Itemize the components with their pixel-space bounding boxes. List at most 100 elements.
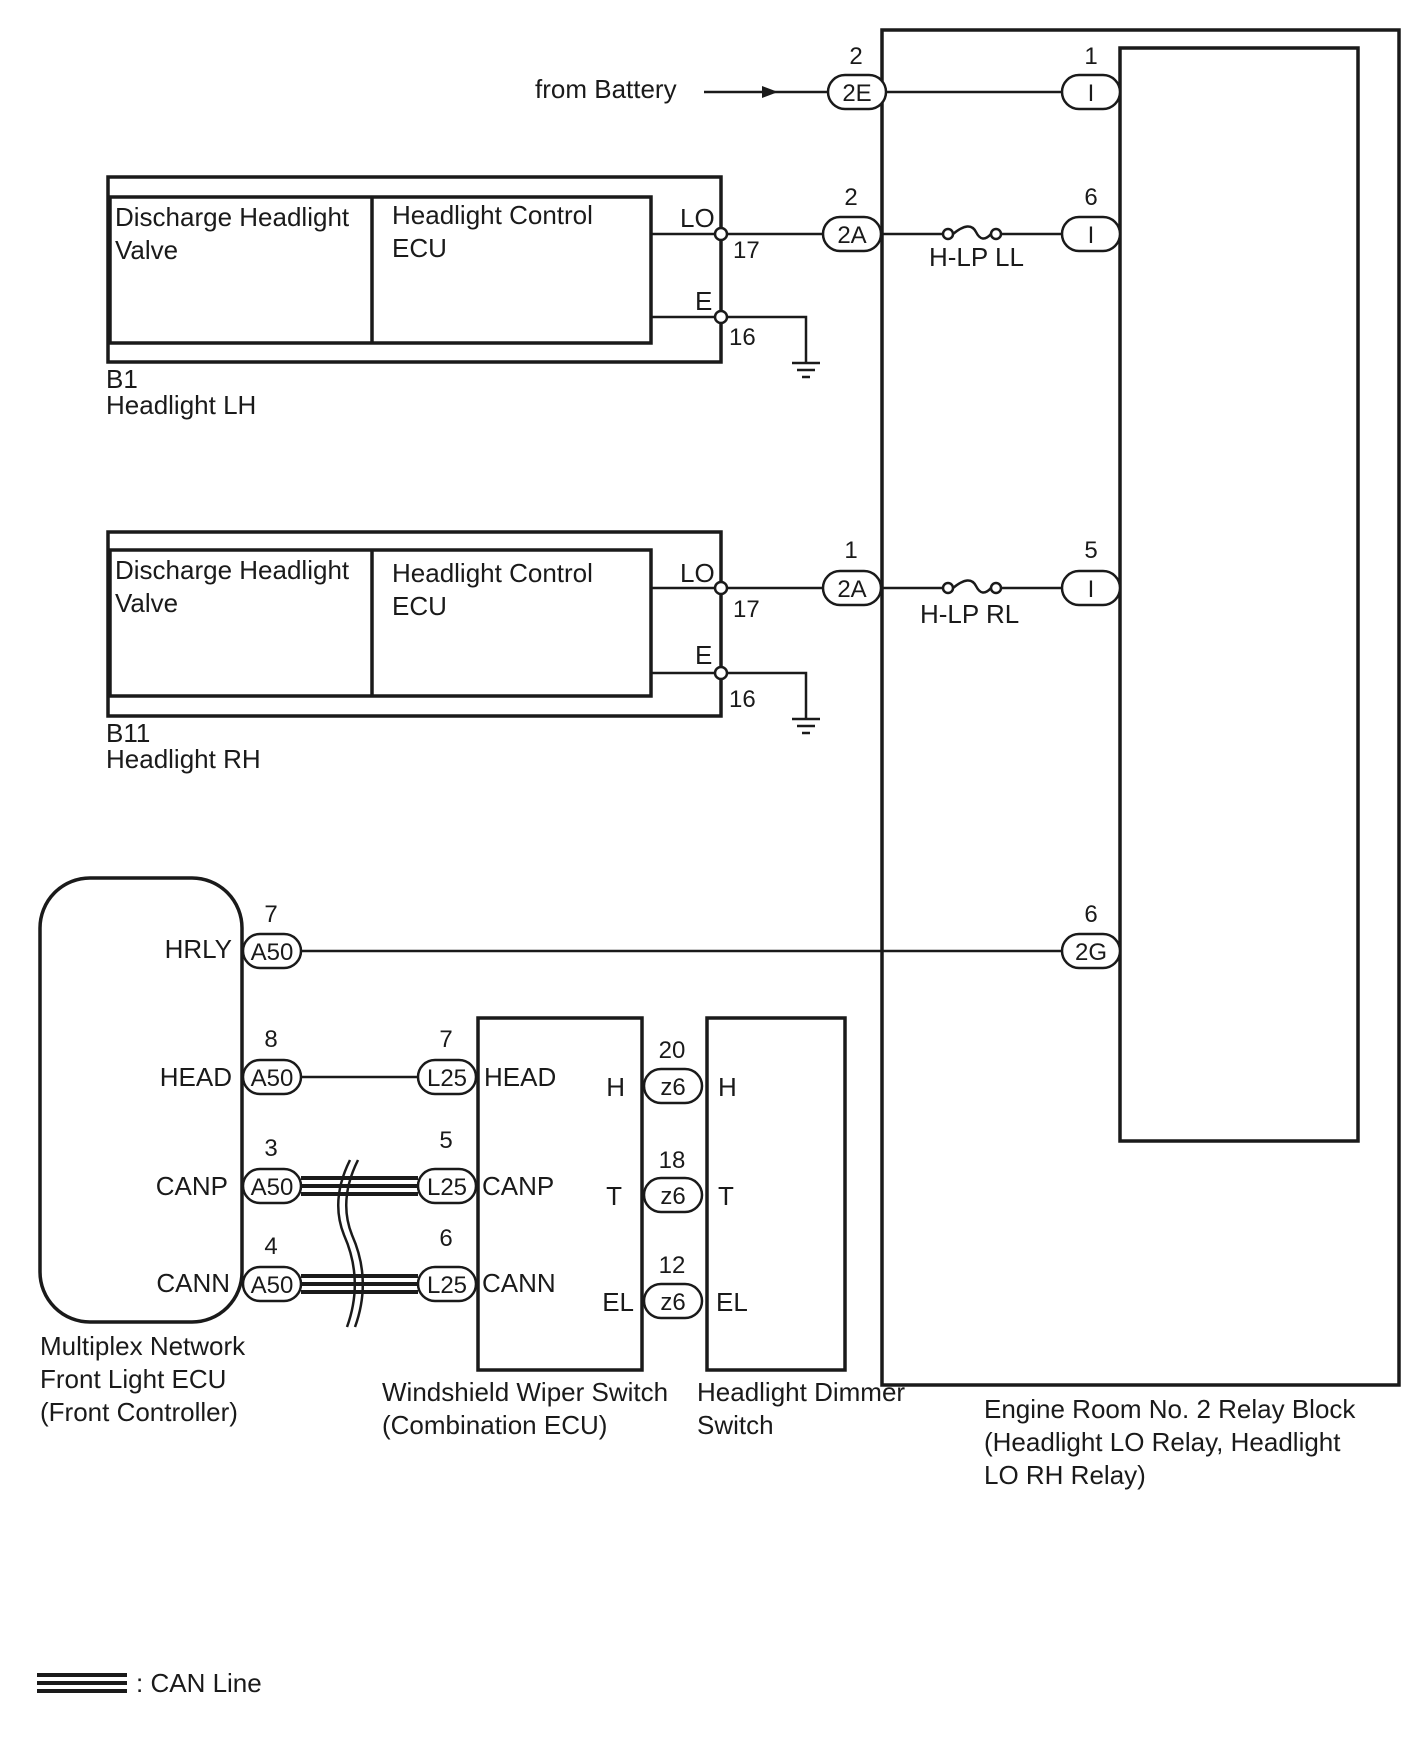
l25-cann-pin: 6	[439, 1225, 452, 1252]
relay-connector-i-1-label: I	[1088, 80, 1095, 107]
l25-canp-pin: 5	[439, 1127, 452, 1154]
relay-connector-i-5	[1060, 569, 1122, 607]
connector-l25-head	[416, 1058, 478, 1096]
rh-e-pin: 16	[729, 686, 756, 713]
rh-ecu-label-2: ECU	[392, 591, 447, 621]
relay-connector-i-5-label: I	[1088, 576, 1095, 603]
connector-l25-canp-label: L25	[427, 1174, 467, 1201]
relay-block-name-2: (Headlight LO Relay, Headlight	[984, 1427, 1341, 1457]
lh-fuse-contact-left	[941, 227, 955, 241]
relay-pin-1: 1	[1084, 43, 1097, 70]
connector-z6-el	[642, 1282, 704, 1320]
connector-z6-t	[642, 1176, 704, 1214]
dimmer-terminal-t: T	[718, 1181, 734, 1211]
lh-e-pin: 16	[729, 324, 756, 351]
relay-pin-6: 6	[1084, 184, 1097, 211]
rh-e-terminal	[713, 665, 729, 681]
relay-connector-i-1	[1060, 73, 1122, 111]
relay-connector-i-6	[1060, 215, 1122, 253]
wiper-switch	[476, 1016, 644, 1372]
rh-ground-icon	[792, 717, 820, 735]
rh-connector-pin: 1	[844, 537, 857, 564]
wiper-terminal-el: EL	[602, 1287, 634, 1317]
relay-pin-2g: 6	[1084, 901, 1097, 928]
lh-connector-pin: 2	[844, 184, 857, 211]
wiper-terminal-h: H	[606, 1072, 625, 1102]
rh-valve-label: Discharge Headlight	[115, 555, 350, 585]
relay-block-inner	[1118, 46, 1360, 1143]
connector-2e-label: 2E	[842, 80, 871, 107]
z6-t-pin: 18	[659, 1147, 686, 1174]
dimmer-terminal-el: EL	[716, 1287, 748, 1317]
can-line-legend-icon	[37, 1673, 127, 1693]
connector-a50-hrly-label: A50	[251, 939, 294, 966]
connector-z6-h-label: z6	[660, 1074, 685, 1101]
relay-pin-5: 5	[1084, 537, 1097, 564]
connector-a50-head-label: A50	[251, 1065, 294, 1092]
a50-canp-pin: 3	[264, 1135, 277, 1162]
lh-ground-icon	[792, 361, 820, 379]
headlight-rh-inner	[108, 548, 653, 698]
z6-el-pin: 12	[659, 1252, 686, 1279]
lh-fuse-icon	[952, 225, 992, 240]
rh-lo-label: LO	[680, 558, 715, 588]
lh-ecu-label-2: ECU	[392, 233, 447, 263]
z6-h-pin: 20	[659, 1037, 686, 1064]
dimmer-terminal-h: H	[718, 1072, 737, 1102]
lh-e-label: E	[695, 286, 712, 316]
front-ecu-name-3: (Front Controller)	[40, 1397, 238, 1427]
connector-l25-canp	[416, 1167, 478, 1205]
ecu-terminal-head: HEAD	[160, 1062, 232, 1092]
dimmer-switch-name-2: Switch	[697, 1410, 774, 1440]
rh-fuse-icon	[952, 579, 992, 594]
connector-l25-head-label: L25	[427, 1065, 467, 1092]
rh-fuse-contact-right	[989, 581, 1003, 595]
headlight-lh-inner	[108, 195, 653, 345]
dimmer-switch	[705, 1016, 847, 1372]
dimmer-switch-name: Headlight Dimmer	[697, 1377, 905, 1407]
battery-label: from Battery	[535, 74, 677, 104]
connector-l25-cann-label: L25	[427, 1272, 467, 1299]
can-p-wire	[301, 1176, 418, 1196]
rh-ecu-label: Headlight Control	[392, 558, 593, 588]
headlight-rh-outline	[106, 530, 723, 718]
lh-fuse-label: H-LP LL	[929, 242, 1024, 272]
headlight-lh	[106, 175, 723, 364]
rh-valve-label-2: Valve	[115, 588, 178, 618]
connector-2a-rh-label: 2A	[837, 576, 866, 603]
ecu-terminal-canp: CANP	[156, 1171, 228, 1201]
wiper-switch-name-2: (Combination ECU)	[382, 1410, 607, 1440]
lh-valve-label-2: Valve	[115, 235, 178, 265]
relay-block-outline	[880, 28, 1401, 1387]
connector-l25-cann	[416, 1265, 478, 1303]
relay-block	[880, 28, 1401, 1387]
rh-lo-pin: 17	[733, 596, 760, 623]
front-ecu-name: Multiplex Network	[40, 1331, 246, 1361]
relay-block-name: Engine Room No. 2 Relay Block	[984, 1394, 1356, 1424]
connector-z6-el-label: z6	[660, 1289, 685, 1316]
rh-fuse-label: H-LP RL	[920, 599, 1019, 629]
can-n-wire	[301, 1274, 418, 1294]
headlight-rh	[106, 530, 723, 718]
wiper-terminal-t: T	[606, 1181, 622, 1211]
a50-cann-pin: 4	[264, 1233, 277, 1260]
lh-e-terminal	[713, 309, 729, 325]
headlight-lh-name: Headlight LH	[106, 390, 256, 420]
a50-hrly-pin: 7	[264, 901, 277, 928]
lh-fuse-contact-right	[989, 227, 1003, 241]
lh-valve-label: Discharge Headlight	[115, 202, 350, 232]
lh-lo-label: LO	[680, 203, 715, 233]
rh-e-label: E	[695, 640, 712, 670]
lh-ground-wire	[727, 315, 808, 363]
connector-2a-lh-label: 2A	[837, 222, 866, 249]
connector-a50-cann-label: A50	[251, 1272, 294, 1299]
headlight-lh-code: B1	[106, 364, 138, 394]
rh-lo-terminal	[713, 580, 729, 596]
rh-fuse-contact-left	[941, 581, 955, 595]
headlight-lh-outline	[106, 175, 723, 364]
headlight-rh-code: B11	[106, 718, 150, 748]
ecu-terminal-cann: CANN	[156, 1268, 230, 1298]
can-line-legend-label: : CAN Line	[136, 1668, 262, 1698]
wiper-terminal-cann: CANN	[482, 1268, 556, 1298]
